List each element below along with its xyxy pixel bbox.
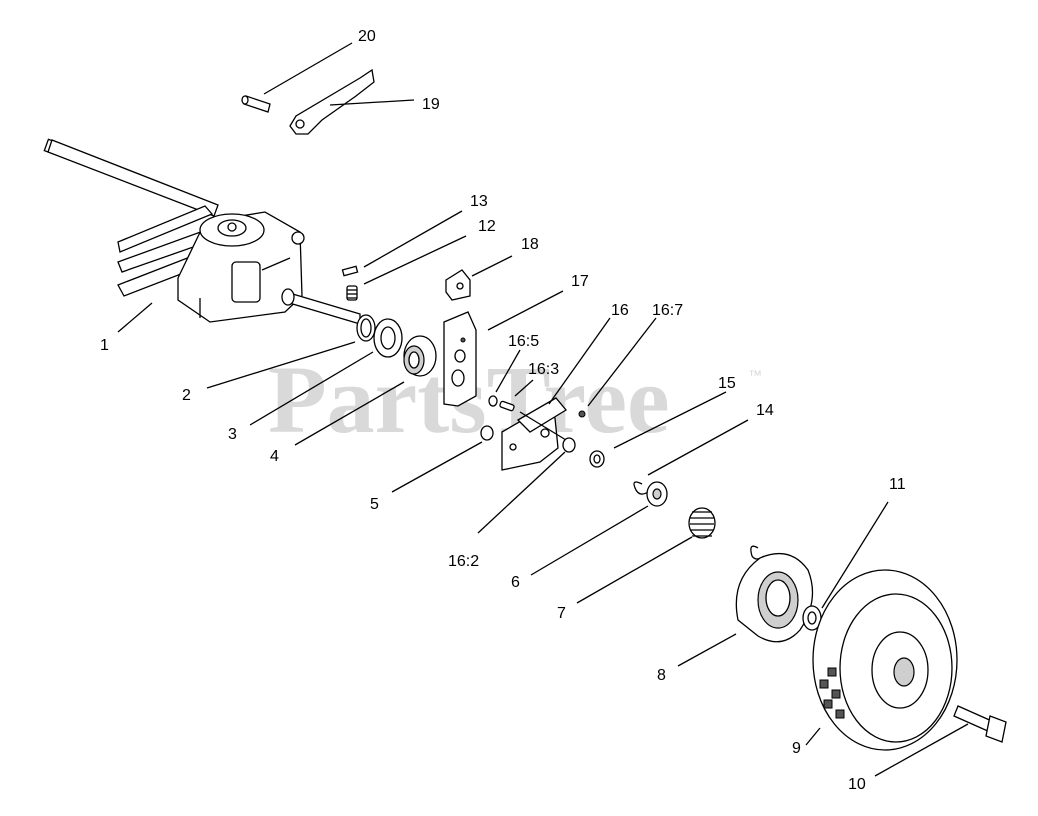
part-2-retaining-ring — [356, 314, 376, 342]
part-19-lever — [289, 68, 375, 135]
part-17-plate — [443, 311, 477, 407]
callout-13: 13 — [470, 193, 488, 210]
part-20-pin — [241, 95, 271, 113]
callout-10: 10 — [848, 776, 866, 793]
callout-11: 11 — [889, 476, 906, 493]
callout-17: 17 — [571, 273, 589, 290]
part-4-bushing — [403, 335, 437, 377]
part-5-nut — [480, 425, 494, 441]
part-10-bolt — [953, 705, 1007, 743]
callout-16-7: 16:7 — [652, 302, 683, 319]
part-7-pinion-gear — [688, 507, 716, 539]
callout-16-5: 16:5 — [508, 333, 539, 350]
part-8-wheel-cover — [735, 545, 814, 643]
callout-9: 9 — [792, 740, 801, 757]
callout-labels: 20 19 13 12 18 17 16 16:7 16:5 16:3 15 1… — [100, 28, 906, 793]
watermark-trademark: ™ — [748, 367, 762, 383]
part-16-2-nut — [562, 437, 576, 453]
part-16-7-screw — [578, 410, 586, 418]
part-16-3-pin — [499, 400, 515, 412]
part-16-5-nut — [488, 395, 498, 407]
part-9-wheel — [812, 569, 958, 751]
callout-18: 18 — [521, 236, 539, 253]
callout-2: 2 — [182, 387, 191, 404]
part-3-washer — [373, 318, 403, 358]
callout-16: 16 — [611, 302, 629, 319]
part-14-e-clip — [633, 481, 649, 495]
callout-5: 5 — [370, 496, 379, 513]
part-12-spring — [346, 285, 358, 301]
callout-4: 4 — [270, 448, 279, 465]
callout-16-3: 16:3 — [528, 361, 559, 378]
callout-12: 12 — [478, 218, 496, 235]
part-13-key — [341, 265, 359, 277]
callout-15: 15 — [718, 375, 736, 392]
callout-1: 1 — [100, 337, 109, 354]
part-15-washer — [589, 450, 605, 468]
callout-6: 6 — [511, 574, 520, 591]
callout-19: 19 — [422, 96, 440, 113]
leader-lines — [117, 42, 969, 777]
callout-7: 7 — [557, 605, 566, 622]
callout-14: 14 — [756, 402, 774, 419]
callout-16-2: 16:2 — [448, 553, 479, 570]
part-1-drive-assembly — [43, 138, 361, 325]
part-18-clip — [445, 269, 471, 301]
part-6-spacer — [646, 481, 668, 507]
callout-8: 8 — [657, 667, 666, 684]
part-16-bracket-assembly — [480, 395, 586, 471]
callout-3: 3 — [228, 426, 237, 443]
callout-20: 20 — [358, 28, 376, 45]
